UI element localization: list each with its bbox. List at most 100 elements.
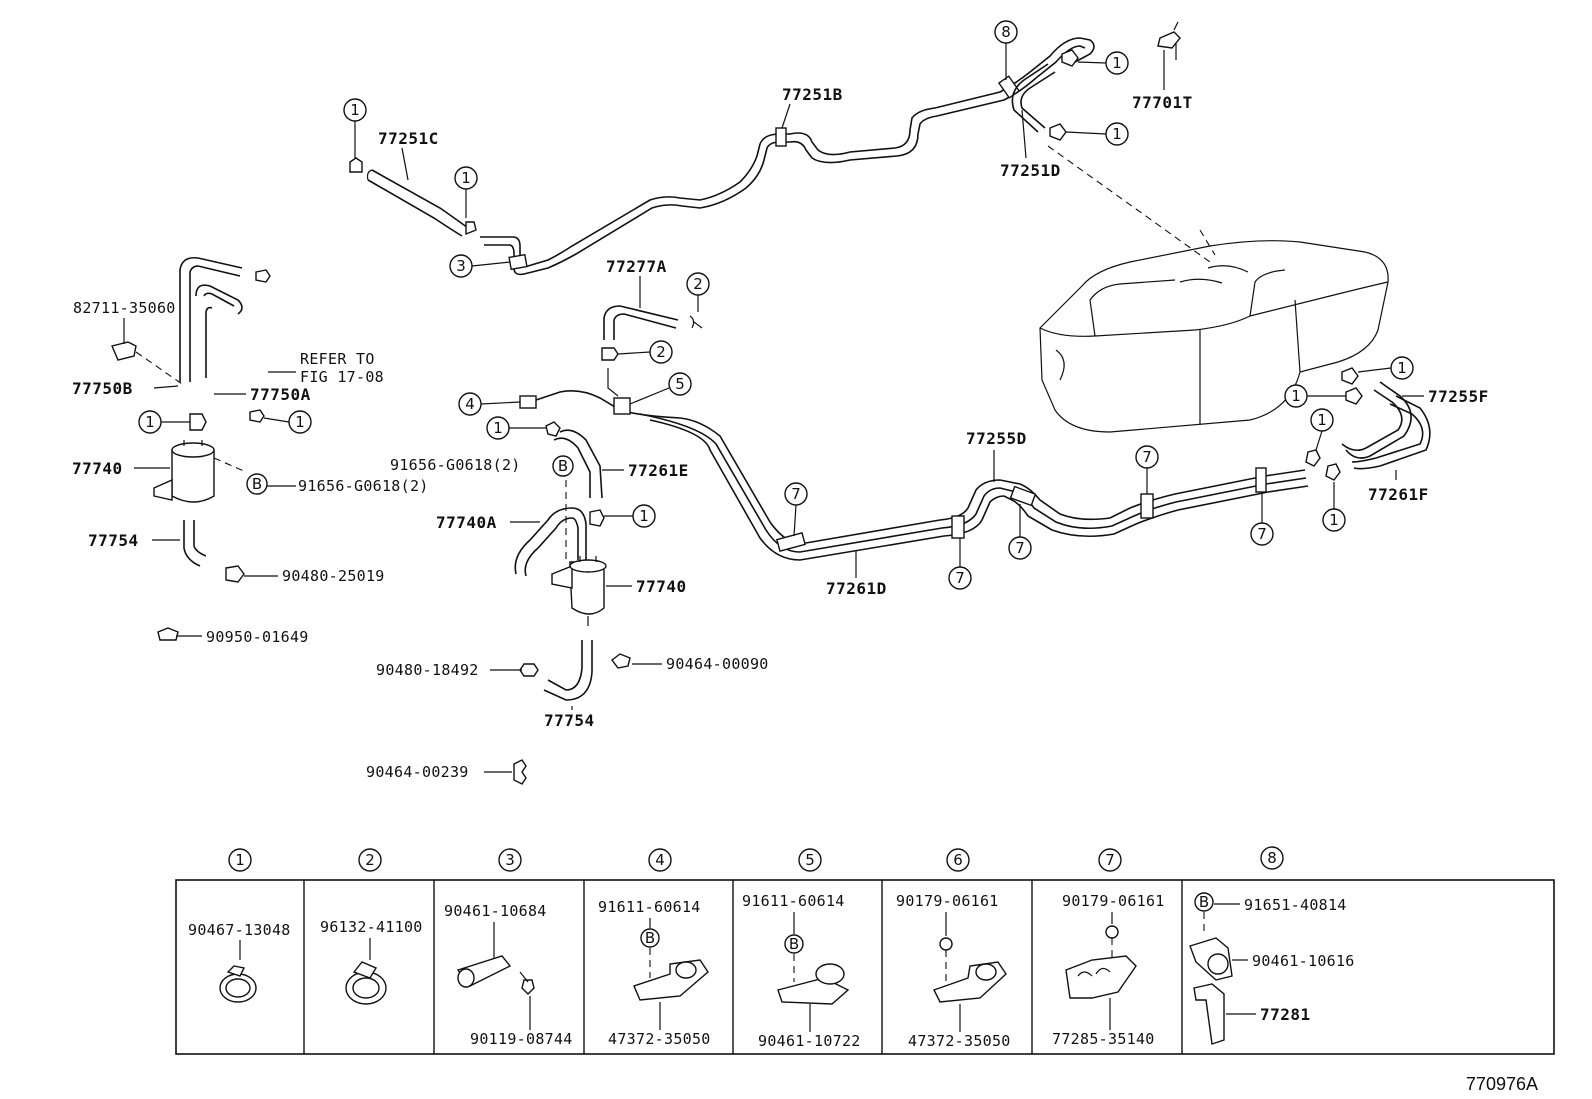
figure-id: 770976A xyxy=(1466,1074,1538,1094)
label-77277a: 77277A xyxy=(606,257,667,276)
label-77740-left: 77740 xyxy=(72,459,123,478)
label-77750b: 77750B xyxy=(72,379,133,398)
callout-1: 1 xyxy=(454,166,478,218)
legend-8-part-top: 91651-40814 xyxy=(1244,896,1347,914)
callout-5: 5 xyxy=(629,372,692,405)
svg-text:3: 3 xyxy=(505,851,515,869)
callout-circles: 1 1 3 8 1 1 2 2 5 4 1 1 B 1 1 B 7 7 7 7 … xyxy=(138,20,1414,590)
label-77251d: 77251D xyxy=(1000,161,1061,180)
svg-text:B: B xyxy=(558,457,568,475)
callout-1: 1 xyxy=(138,410,190,434)
label-77740-mid: 77740 xyxy=(636,577,687,596)
label-90950-01649: 90950-01649 xyxy=(206,628,309,646)
legend-4-part-top: 91611-60614 xyxy=(598,898,701,916)
legend-header-6: 6 xyxy=(946,848,970,872)
label-77251b: 77251B xyxy=(782,85,843,104)
label-77255f: 77255F xyxy=(1428,387,1489,406)
callout-b: B xyxy=(552,455,574,477)
callout-7: 7 xyxy=(784,482,808,537)
callout-1: 1 xyxy=(343,98,367,158)
svg-text:6: 6 xyxy=(953,851,963,869)
filter-assembly-left xyxy=(111,256,271,641)
svg-text:8: 8 xyxy=(1267,849,1277,867)
label-90464-00090: 90464-00090 xyxy=(666,655,769,673)
callout-7: 7 xyxy=(948,538,972,590)
hose-77251d xyxy=(1011,21,1181,141)
legend-header-5: 5 xyxy=(798,848,822,872)
callout-1: 1 xyxy=(604,504,656,528)
svg-text:1: 1 xyxy=(493,419,503,437)
svg-text:4: 4 xyxy=(465,395,475,413)
label-77740a: 77740A xyxy=(436,513,497,532)
legend-6-part-top: 90179-06161 xyxy=(896,892,999,910)
label-77701t: 77701T xyxy=(1132,93,1193,112)
fuel-tank xyxy=(1039,240,1389,433)
svg-text:2: 2 xyxy=(365,851,375,869)
label-91656-g0618-left: 91656-G0618(2) xyxy=(298,477,429,495)
svg-text:8: 8 xyxy=(1001,23,1011,41)
svg-text:1: 1 xyxy=(639,507,649,525)
svg-text:2: 2 xyxy=(693,275,703,293)
label-77255d: 77255D xyxy=(966,429,1027,448)
legend-header-4: 4 xyxy=(648,848,672,872)
legend-header-7: 7 xyxy=(1098,848,1122,872)
legend-2-part: 96132-41100 xyxy=(320,918,423,936)
svg-text:1: 1 xyxy=(1329,511,1339,529)
svg-text:1: 1 xyxy=(1112,54,1122,72)
svg-text:1: 1 xyxy=(1397,359,1407,377)
breather-pipe-77251b xyxy=(480,37,1095,276)
svg-text:B: B xyxy=(789,935,799,953)
right-hoses xyxy=(1305,367,1431,481)
legend-3-part-bottom: 90119-08744 xyxy=(470,1030,573,1048)
callout-1: 1 xyxy=(1284,384,1346,408)
legend-header-8: 8 xyxy=(1260,846,1284,870)
legend-1-part: 90467-13048 xyxy=(188,921,291,939)
svg-text:2: 2 xyxy=(656,343,666,361)
label-77261d: 77261D xyxy=(826,579,887,598)
label-90480-25019: 90480-25019 xyxy=(282,567,385,585)
callout-1: 1 xyxy=(263,410,312,434)
label-82711-35060: 82711-35060 xyxy=(73,299,176,317)
svg-text:1: 1 xyxy=(1112,125,1122,143)
legend-header-2: 2 xyxy=(358,848,382,872)
callout-2: 2 xyxy=(617,340,673,364)
label-90480-18492: 90480-18492 xyxy=(376,661,479,679)
callout-7: 7 xyxy=(1135,445,1159,494)
callout-1: 1 xyxy=(1310,408,1334,451)
svg-text:1: 1 xyxy=(1317,411,1327,429)
legend-8-part-bottom: 77281 xyxy=(1260,1005,1311,1024)
filter-assembly-mid xyxy=(513,421,631,785)
svg-text:7: 7 xyxy=(1015,539,1025,557)
label-fig-17-08: FIG 17-08 xyxy=(300,368,384,386)
callout-2: 2 xyxy=(686,272,710,312)
callout-1: 1 xyxy=(486,416,546,440)
svg-text:4: 4 xyxy=(655,851,665,869)
legend-5-part-top: 91611-60614 xyxy=(742,892,845,910)
svg-text:B: B xyxy=(1199,893,1209,911)
label-77251c: 77251C xyxy=(378,129,439,148)
svg-text:1: 1 xyxy=(1291,387,1301,405)
legend-7-part-bottom: 77285-35140 xyxy=(1052,1030,1155,1048)
hose-77277a xyxy=(601,305,703,397)
callout-1: 1 xyxy=(1065,122,1129,146)
legend-header-1: 1 xyxy=(228,848,252,872)
svg-text:5: 5 xyxy=(675,375,685,393)
label-91656-g0618-mid: 91656-G0618(2) xyxy=(390,456,521,474)
main-fuel-lines xyxy=(519,390,1309,561)
svg-text:B: B xyxy=(645,929,655,947)
label-90464-00239: 90464-00239 xyxy=(366,763,469,781)
callout-1: 1 xyxy=(1357,356,1414,380)
svg-text:5: 5 xyxy=(805,851,815,869)
legend-3-part-top: 90461-10684 xyxy=(444,902,547,920)
legend-header-3: 3 xyxy=(498,848,522,872)
callout-1: 1 xyxy=(1322,482,1346,532)
svg-text:7: 7 xyxy=(1105,851,1115,869)
label-77750a: 77750A xyxy=(250,385,311,404)
label-77261f: 77261F xyxy=(1368,485,1429,504)
label-77754-left: 77754 xyxy=(88,531,139,550)
svg-text:1: 1 xyxy=(350,101,360,119)
svg-text:7: 7 xyxy=(955,569,965,587)
callout-7: 7 xyxy=(1008,504,1032,560)
svg-text:7: 7 xyxy=(791,485,801,503)
